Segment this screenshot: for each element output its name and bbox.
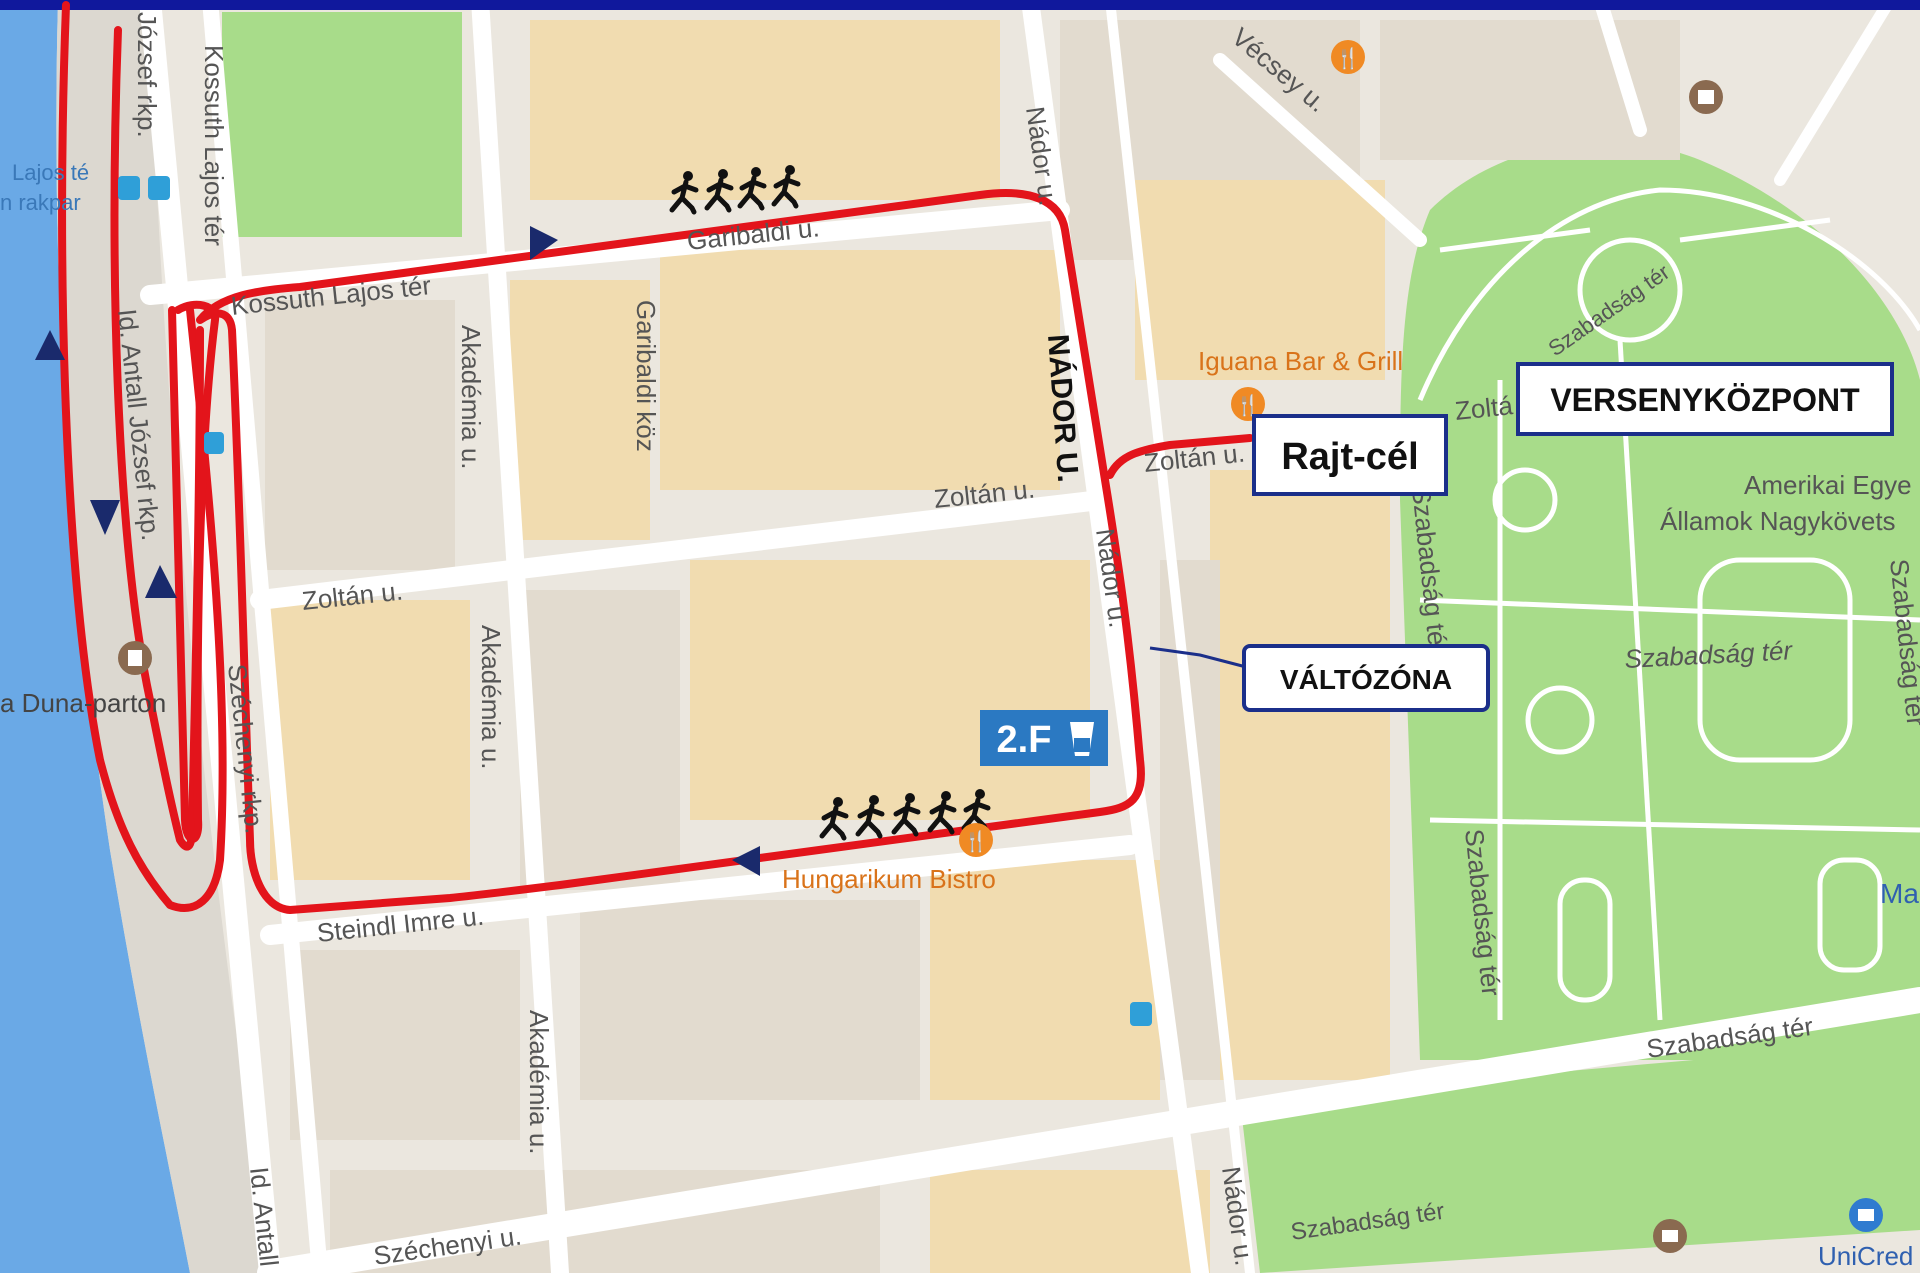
poi-amerikai-label-2: Államok Nagykövets (1660, 506, 1896, 536)
poi-amerikai-label-1: Amerikai Egye (1744, 470, 1912, 500)
bank-icon (1849, 1198, 1883, 1232)
street-label: Kossuth Lajos tér (199, 45, 229, 246)
street-label: Akadémia u. (524, 1010, 554, 1155)
start-finish-label: Rajt-cél (1252, 414, 1448, 496)
bank-icon (1653, 1219, 1687, 1253)
street-label: n rakpar (0, 190, 81, 215)
station-label: 2.F (997, 719, 1052, 761)
kossuth-park (222, 12, 462, 237)
refreshment-station: 2.F (980, 710, 1108, 766)
route-finish-spur (1106, 434, 1254, 479)
valtozona-pointer (1149, 646, 1251, 670)
street-label: a Duna-parton (0, 688, 166, 718)
top-bar (0, 0, 1920, 10)
transit-icon (118, 176, 1152, 1026)
route-main-loop (196, 189, 1145, 914)
direction-arrows (35, 226, 760, 876)
start-finish-text: Rajt-cél (1281, 436, 1418, 478)
direction-arrow-icon (732, 846, 760, 876)
svg-text:🍴: 🍴 (1336, 46, 1361, 70)
race-center-text: VERSENYKÖZPONT (1550, 382, 1860, 418)
street-label: Akadémia u. (456, 325, 486, 470)
svg-text:🍴: 🍴 (964, 829, 989, 853)
restaurant-icon: 🍴 (1331, 40, 1365, 74)
race-center-label: VERSENYKÖZPONT (1516, 362, 1894, 436)
lower-park (1240, 1040, 1920, 1273)
street-label: Garibaldi köz (631, 300, 661, 452)
poi-iguana-label: Iguana Bar & Grill (1198, 346, 1403, 376)
svg-text:🍴: 🍴 (1236, 393, 1261, 417)
street-label: Akadémia u. (476, 625, 506, 770)
restaurant-icon: 🍴 (1231, 387, 1265, 421)
direction-arrow-icon (35, 330, 65, 360)
route-river-loop (58, 1, 227, 912)
poi-unicred-label: UniCred (1818, 1241, 1913, 1271)
poi-hungarikum-label: Hungarikum Bistro (782, 864, 996, 894)
direction-arrow-icon (90, 500, 120, 535)
runners-icon (669, 165, 801, 215)
embankment (56, 0, 271, 1273)
street-label: Lajos té (12, 160, 89, 185)
direction-arrow-icon (530, 226, 558, 260)
runners-icon (819, 789, 991, 841)
streets (139, 0, 1920, 1273)
danube-river (0, 0, 190, 1273)
restaurant-icon: 🍴 (959, 823, 993, 857)
landmark-icon (1689, 80, 1723, 114)
park-paths (1417, 187, 1920, 1021)
route-inner-loop (168, 300, 219, 843)
change-zone-text: VÁLTÓZÓNA (1280, 664, 1452, 695)
race-route (58, 1, 1254, 914)
change-zone-label: VÁLTÓZÓNA (1242, 644, 1490, 712)
poi-ma-label: Ma (1880, 878, 1919, 909)
street-label: Zoltá (1453, 390, 1514, 426)
street-label: József rkp. (132, 12, 162, 138)
direction-arrow-icon (145, 565, 177, 598)
cup-icon (1070, 722, 1094, 756)
landmark-icon (118, 641, 152, 675)
